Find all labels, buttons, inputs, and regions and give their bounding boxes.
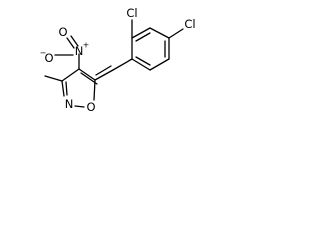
bond (70, 35, 79, 47)
bond (131, 58, 151, 71)
bond (93, 79, 96, 101)
nitro-nitrogen: N (75, 44, 84, 58)
nitro-oxygen-left: O (44, 51, 53, 65)
isoxazole-oxygen: O (86, 100, 95, 114)
nitro-oxygen-charge: − (40, 49, 47, 58)
bond (94, 69, 114, 81)
bond (135, 32, 151, 42)
bond (95, 65, 112, 76)
chlorine-atom-right: Cl (184, 17, 195, 31)
bond (131, 27, 151, 39)
bond (65, 81, 68, 96)
atom-labels: Cl Cl O N + O − N O (40, 6, 196, 114)
molecule-structure: Cl Cl O N + O − N O (40, 6, 196, 114)
structure-canvas: Cl Cl O N + O − N O (0, 0, 225, 150)
bond (74, 105, 85, 108)
bond (61, 68, 80, 82)
nitro-nitrogen-charge: + (83, 41, 90, 50)
bond (168, 28, 184, 39)
bond (149, 27, 170, 39)
chlorine-atom-top: Cl (126, 6, 137, 20)
bond (135, 56, 151, 66)
isoxazole-nitrogen: N (65, 97, 74, 111)
bond (66, 37, 75, 49)
bond (149, 58, 170, 71)
bond-lines (44, 19, 184, 108)
nitro-oxygen-top: O (58, 25, 67, 39)
bond (78, 68, 96, 81)
bond (61, 80, 65, 97)
bond (112, 58, 133, 71)
bond (44, 75, 63, 82)
